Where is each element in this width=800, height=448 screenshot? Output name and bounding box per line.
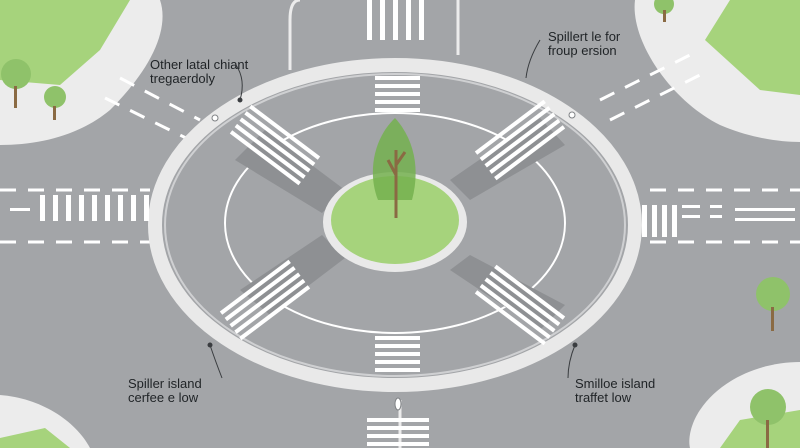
central-island-lawn [331, 176, 459, 264]
callout-line: Other latal chiant [150, 57, 249, 72]
zebra-crossings [10, 0, 795, 446]
inner-lane-line [224, 112, 566, 334]
callout-line: Spillert le for [548, 29, 621, 44]
callout-line: Spiller island [128, 376, 202, 391]
lane-markings [0, 53, 800, 244]
callout-bottom-right: Smilloe island traffet low [575, 377, 655, 405]
tree-icon [1, 59, 31, 89]
crosswalk-bottom [375, 336, 420, 372]
crosswalk-left [10, 195, 149, 221]
corner-block-bottom-left [0, 395, 90, 448]
crosswalk-bottom-entry [367, 418, 429, 446]
callout-top-left: Other latal chiant tregaerdoly [150, 58, 248, 86]
callout-leaders [207, 39, 578, 410]
tree-icon [756, 277, 790, 311]
crosswalk-top-entry [367, 0, 424, 40]
callout-bottom-left: Spiller island cerfee e low [128, 377, 202, 405]
callout-line: tregaerdoly [150, 71, 216, 86]
callout-top-right: Spillert le for froup ersion [548, 30, 620, 58]
corner-block-bottom-right [689, 277, 800, 448]
crosswalk-diag-bottom-left [219, 259, 311, 341]
callout-line: traffet low [575, 390, 632, 405]
crosswalk-diag-top-left [229, 104, 321, 186]
crosswalk-diag-top-right [474, 99, 566, 181]
callout-line: Smilloe island [575, 376, 656, 391]
callout-line: cerfee e low [128, 390, 199, 405]
corner-block-top-right [634, 0, 800, 142]
tree-icon [654, 0, 674, 14]
crosswalk-diag-bottom-right [474, 264, 566, 346]
corner-block-top-left [0, 0, 163, 145]
tree-icon [750, 389, 786, 425]
tree-icon [44, 86, 66, 108]
crosswalk-top [375, 76, 420, 112]
crosswalk-right [642, 205, 795, 237]
outer-curb [148, 58, 642, 392]
tree-icon [372, 118, 416, 218]
callout-line: froup ersion [548, 43, 617, 58]
